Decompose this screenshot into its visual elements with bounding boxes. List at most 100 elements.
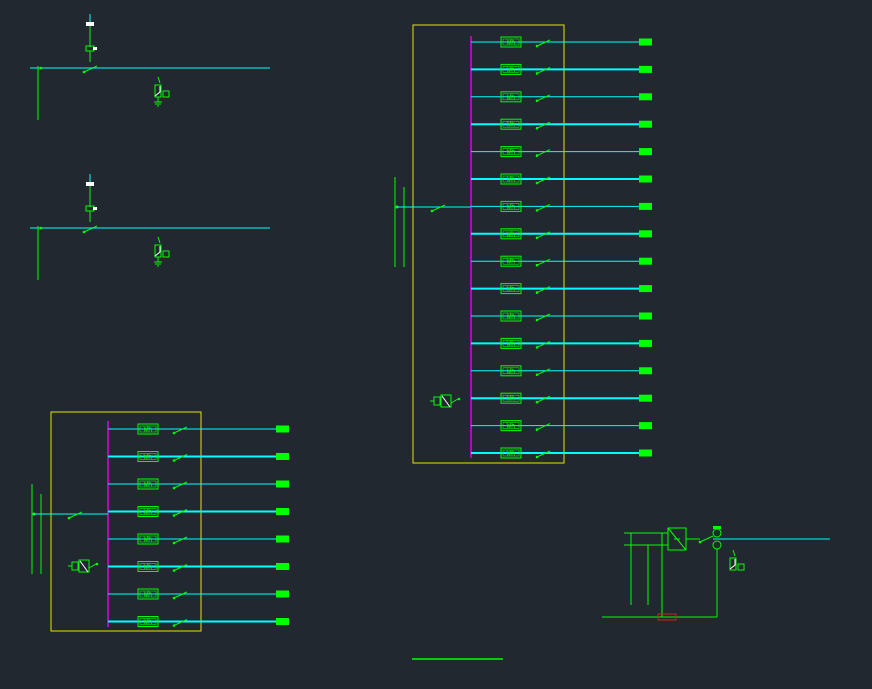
meter-icon: Wh [500, 420, 522, 432]
arrester-lead [157, 76, 161, 84]
outgoing-terminal-icon [276, 480, 289, 488]
arrester-counter [162, 250, 170, 258]
breaker-switch-icon [172, 509, 188, 517]
meter-inner-box [502, 230, 520, 238]
outgoing-terminal-icon [639, 394, 652, 402]
arrester-lead [732, 549, 736, 557]
meter-inner-box [502, 38, 520, 46]
fuse-icon [86, 182, 94, 186]
switch-blade [83, 65, 98, 73]
meter-label: Wh [144, 508, 152, 516]
meter-box [500, 310, 522, 322]
switch-blade [536, 121, 551, 129]
meter-inner-box [139, 508, 157, 515]
meter-icon: Wh [137, 478, 159, 490]
meter-box [137, 533, 159, 545]
meter-box [500, 173, 522, 185]
meter-inner-box [502, 66, 520, 73]
switch-blade [536, 94, 551, 102]
incoming-feeder-1 [30, 14, 270, 120]
meter-inner-box [502, 285, 520, 292]
switch-blade [536, 286, 551, 294]
meter-icon: Wh [500, 447, 522, 459]
breaker-switch-icon [172, 454, 188, 462]
switch-blade [83, 225, 98, 233]
breaker-switch-icon [535, 258, 551, 267]
meter-inner-box [502, 257, 520, 265]
outgoing-terminal-icon [276, 508, 289, 515]
switch-blade [536, 395, 551, 403]
meter-label: Wh [507, 258, 515, 266]
breaker-switch-icon [67, 511, 83, 520]
circuit-row: Wh [471, 228, 652, 240]
meter-icon: Wh [500, 283, 522, 295]
meter-box [500, 392, 522, 404]
switch-blade [536, 258, 551, 266]
meter-icon: Wh [500, 337, 522, 349]
breaker-switch-icon [535, 286, 551, 294]
meter-box [500, 447, 522, 459]
meter-label: Wh [507, 39, 515, 47]
meter-icon: Wh [137, 451, 159, 462]
meter-box [500, 365, 522, 377]
circuit-row: Wh [471, 91, 652, 103]
meter-icon: Wh [500, 365, 522, 377]
arrester-gap [729, 559, 736, 570]
ground-icon [154, 257, 162, 267]
arrester-body [78, 559, 90, 573]
arrester-lead [88, 563, 97, 569]
breaker-switch-icon [535, 395, 551, 404]
meter-label: Wh [507, 148, 515, 156]
breaker-switch-icon [172, 481, 188, 490]
switch-blade [536, 176, 551, 184]
meter-icon: Wh [500, 255, 522, 267]
meter-label: Wh [507, 93, 515, 101]
switch-blade [68, 511, 83, 519]
circuit-row: Wh [471, 146, 652, 158]
meter-icon: Wh [500, 146, 522, 158]
panel-border [50, 411, 202, 632]
meter-box [500, 36, 522, 48]
arrester-counter [737, 563, 745, 571]
meter-inner-box [502, 203, 520, 210]
meter-label: Wh [144, 591, 152, 599]
breaker-switch-icon [172, 426, 188, 435]
meter-icon: Wh [137, 506, 159, 517]
circuit-row: Wh [471, 283, 652, 295]
current-transformer-icon [712, 526, 722, 550]
switch-blade [536, 149, 551, 157]
breaker-switch-icon [535, 313, 551, 322]
arrester-gap [154, 246, 161, 257]
meter-box [137, 451, 159, 462]
outgoing-terminal-icon [639, 148, 652, 156]
switch-blade [699, 535, 714, 543]
meter-label: Wh [507, 176, 515, 184]
outgoing-terminal-icon [639, 175, 652, 183]
meter-box [500, 283, 522, 295]
meter-box [137, 588, 159, 600]
arrester-counter [71, 561, 79, 571]
arrester-lead [157, 236, 161, 244]
breaker-switch-icon [172, 564, 188, 572]
breaker-switch-icon [535, 423, 551, 431]
outgoing-terminal-icon [639, 230, 652, 238]
surge-arrester-icon [154, 76, 170, 107]
meter-label: Wh [507, 395, 515, 403]
meter-inner-box [139, 535, 157, 543]
meter-icon: Wh [500, 392, 522, 404]
circuit-row: Wh [471, 310, 652, 322]
meter-box [137, 423, 159, 435]
outgoing-terminal-icon [639, 312, 652, 320]
outgoing-terminal-icon [639, 257, 652, 265]
circuit-row: Wh [471, 420, 652, 432]
breaker-switch-icon [535, 340, 551, 349]
fuse-icon [657, 613, 677, 621]
meter-icon: Wh [500, 91, 522, 103]
breaker-switch-icon [82, 65, 98, 74]
breaker-switch-icon [535, 231, 551, 240]
meter-icon: Wh [137, 561, 159, 572]
circuit-row: Wh [108, 533, 289, 545]
outgoing-terminal-icon [639, 93, 652, 101]
incoming-feeder-2 [30, 174, 270, 280]
